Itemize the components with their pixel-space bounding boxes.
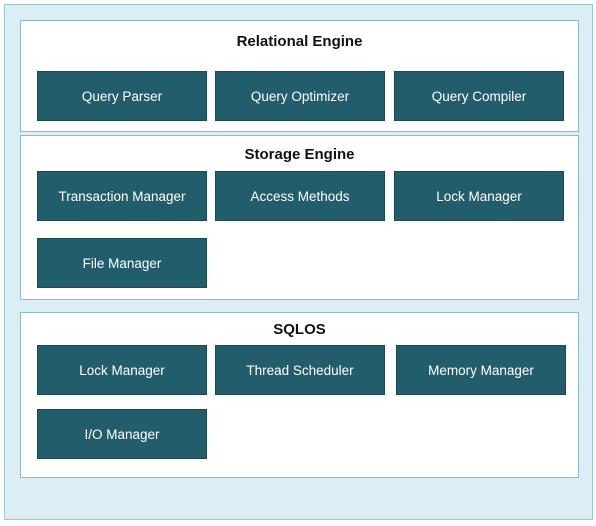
query-compiler-box: Query Compiler bbox=[394, 71, 564, 121]
thread-scheduler-box: Thread Scheduler bbox=[215, 345, 385, 395]
relational-engine-panel: Relational Engine Query Parser Query Opt… bbox=[20, 20, 579, 132]
relational-engine-title: Relational Engine bbox=[236, 33, 363, 50]
storage-lock-manager-box: Lock Manager bbox=[394, 171, 564, 221]
io-manager-box: I/O Manager bbox=[37, 409, 207, 459]
query-parser-box: Query Parser bbox=[37, 71, 207, 121]
transaction-manager-box: Transaction Manager bbox=[37, 171, 207, 221]
query-optimizer-box: Query Optimizer bbox=[215, 71, 385, 121]
sqlos-panel: SQLOS Lock Manager Thread Scheduler Memo… bbox=[20, 312, 579, 478]
storage-engine-panel: Storage Engine Transaction Manager Acces… bbox=[20, 135, 579, 300]
access-methods-box: Access Methods bbox=[215, 171, 385, 221]
memory-manager-box: Memory Manager bbox=[396, 345, 566, 395]
storage-engine-title: Storage Engine bbox=[244, 146, 355, 163]
sqlos-title: SQLOS bbox=[273, 321, 326, 338]
architecture-diagram: Relational Engine Query Parser Query Opt… bbox=[4, 4, 593, 520]
file-manager-box: File Manager bbox=[37, 238, 207, 288]
sqlos-lock-manager-box: Lock Manager bbox=[37, 345, 207, 395]
